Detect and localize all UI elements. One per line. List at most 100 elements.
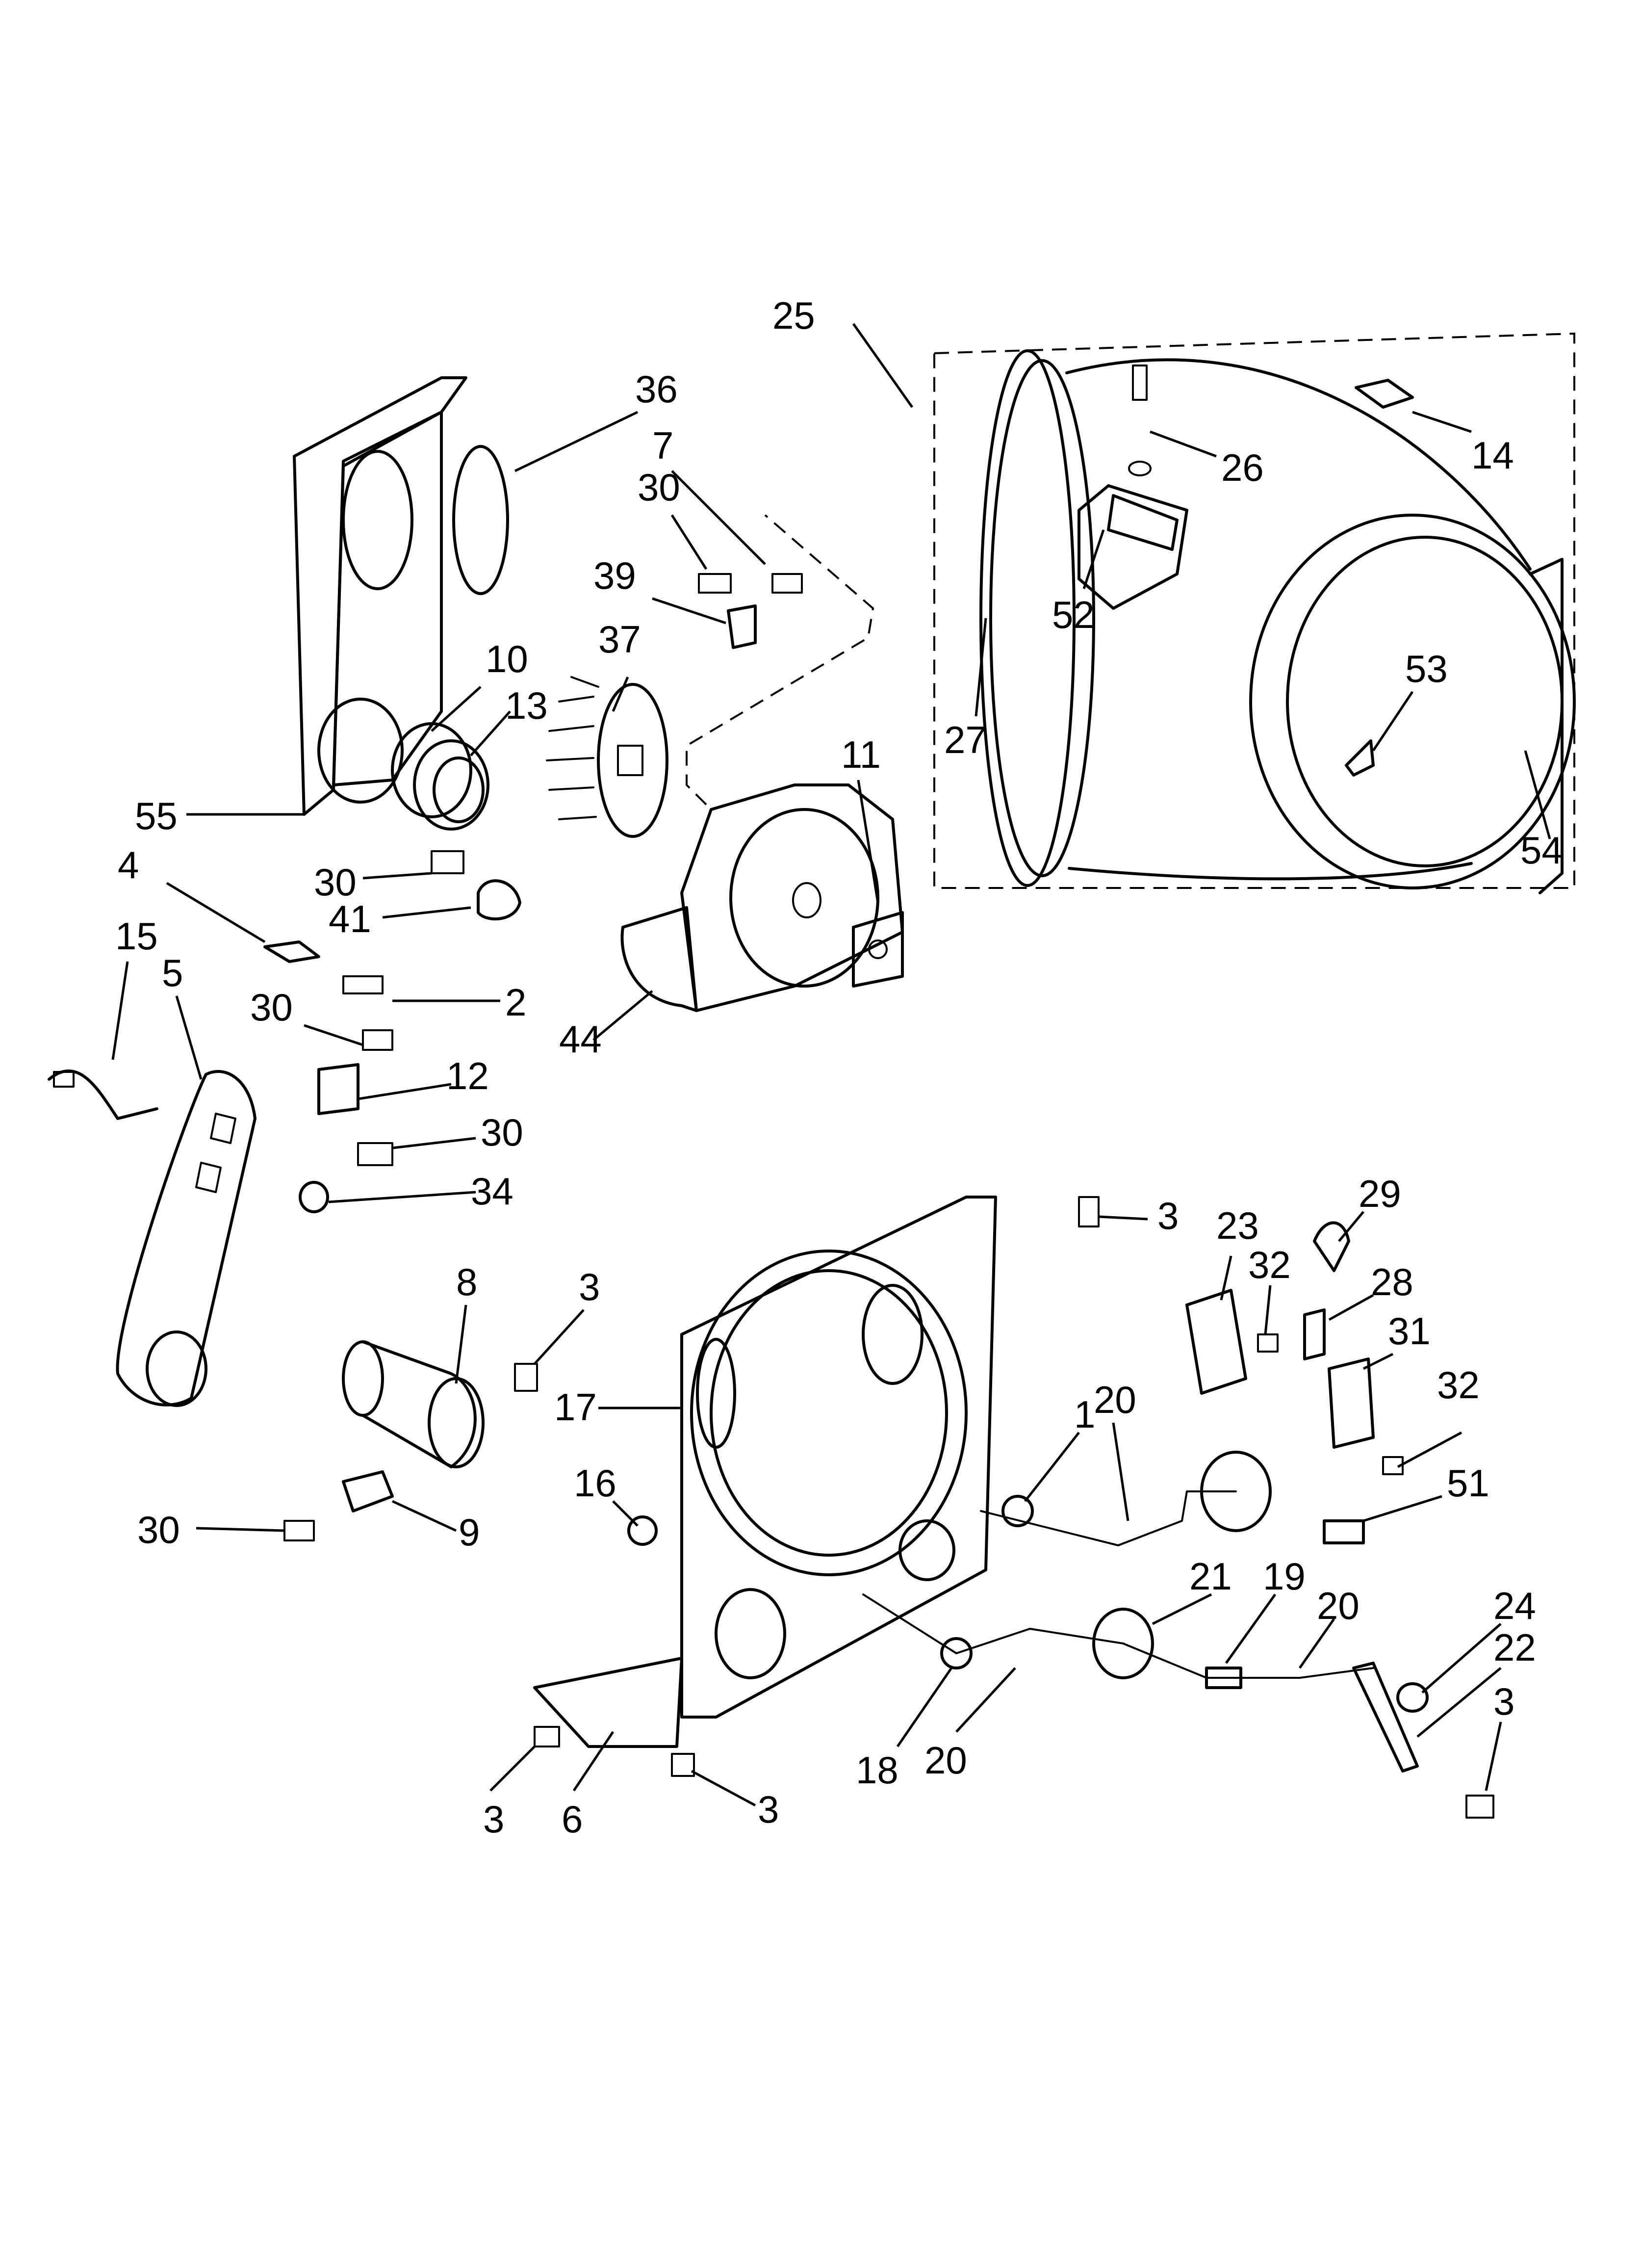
leader-21a [1152, 1593, 1212, 1625]
nut-16 [627, 1515, 658, 1546]
leader-30d [392, 1137, 476, 1149]
callout-41: 41 [329, 897, 371, 940]
screw-30-upper [698, 573, 732, 594]
leader-52 [1082, 529, 1105, 589]
drum-front-opening-inner [1286, 536, 1564, 867]
pulley-shaft [792, 882, 821, 918]
leader-8 [455, 1304, 467, 1384]
callout-3a: 3 [1157, 1194, 1179, 1237]
callout-30b: 30 [314, 860, 357, 904]
callout-54: 54 [1520, 829, 1563, 872]
washer-24 [1396, 1682, 1429, 1713]
callout-18: 18 [856, 1748, 898, 1792]
leader-31 [1362, 1353, 1394, 1370]
leader-1 [1024, 1432, 1080, 1502]
motor-belt-44 [620, 906, 698, 1012]
leader-7 [671, 470, 766, 565]
callout-25: 25 [772, 294, 815, 337]
duct-seal-36 [452, 445, 509, 595]
callout-10: 10 [486, 637, 528, 680]
rear-bearing-bracket [1355, 379, 1414, 409]
leader-34 [328, 1191, 476, 1203]
drum-seal-strip [1529, 558, 1564, 894]
callout-5: 5 [162, 951, 183, 994]
callout-30a: 30 [638, 466, 680, 509]
bracket-22 [1352, 1662, 1419, 1773]
drum-assembly [933, 332, 1576, 894]
screw-30-e [283, 1520, 315, 1541]
leader-26 [1150, 430, 1217, 458]
screw-30-d [357, 1142, 393, 1166]
callout-17: 17 [554, 1385, 597, 1429]
screw-3-b [514, 1363, 538, 1392]
leader-23 [1220, 1255, 1232, 1301]
callout-27: 27 [944, 718, 987, 761]
leader-3a [1098, 1215, 1148, 1221]
leader-32a [1264, 1285, 1272, 1335]
callout-19: 19 [1263, 1555, 1306, 1598]
callout-3e: 3 [758, 1788, 779, 1831]
drum-rear-rim [979, 349, 1076, 887]
bracket-6 [533, 1657, 683, 1748]
drum-front-opening [1249, 514, 1576, 889]
seal-13 [413, 739, 489, 831]
callout-8: 8 [456, 1260, 477, 1303]
leader-9 [391, 1500, 457, 1532]
leader-14 [1412, 411, 1472, 433]
leader-36 [514, 411, 639, 472]
blower-wheel [546, 676, 668, 838]
callout-55: 55 [135, 794, 178, 837]
callout-23: 23 [1216, 1204, 1259, 1247]
leader-25 [852, 323, 914, 408]
callout-53: 53 [1405, 647, 1448, 690]
callout-26: 26 [1221, 446, 1264, 489]
wire-harness-15 [48, 1069, 158, 1120]
idler-41 [477, 879, 521, 921]
screw-26-body [1132, 365, 1148, 401]
leader-11 [857, 780, 879, 903]
rear-panel-outline [680, 1196, 997, 1719]
callout-37: 37 [598, 618, 641, 661]
drum-baffle [1107, 494, 1179, 551]
callout-numbers: 25 36 7 30 39 37 10 13 11 55 4 30 41 15 … [115, 294, 1563, 1841]
leader-51 [1363, 1495, 1442, 1522]
leader-44 [592, 990, 653, 1041]
leader-6 [572, 1731, 615, 1792]
drum-assembly-boundary [933, 332, 1575, 889]
screw-26 [1128, 365, 1152, 476]
callout-7: 7 [652, 424, 673, 467]
leader-54 [1524, 750, 1551, 839]
roller-dash-path-b [862, 1593, 1374, 1679]
bracket-31 [1328, 1357, 1375, 1449]
callout-6: 6 [562, 1798, 583, 1841]
rear-panel-17 [680, 1196, 997, 1719]
callout-14: 14 [1471, 434, 1514, 477]
leader-19 [1225, 1593, 1277, 1664]
callout-13: 13 [505, 684, 548, 727]
socket-28 [1303, 1308, 1326, 1360]
bracket-9 [342, 1470, 394, 1512]
callout-36: 36 [635, 367, 678, 411]
roller-dash-path-a [980, 1490, 1237, 1546]
callout-22: 22 [1493, 1626, 1536, 1669]
drive-pulley [729, 808, 879, 988]
rear-panel-vent [862, 1284, 924, 1385]
blower-wheel-fins [546, 676, 599, 820]
callout-30e: 30 [137, 1508, 180, 1551]
clip-39 [727, 604, 757, 649]
seal-13-inner [433, 756, 485, 823]
callout-32a: 32 [1248, 1243, 1291, 1286]
wire-connector-15 [53, 1071, 75, 1088]
leader-15 [111, 961, 129, 1060]
leader-5 [175, 995, 203, 1080]
plate-12 [317, 1063, 359, 1115]
leader-20a [1112, 1422, 1129, 1521]
callout-39: 39 [593, 554, 636, 597]
rear-panel-duct [696, 1338, 736, 1449]
callout-32b: 32 [1437, 1363, 1480, 1407]
rear-panel-port [715, 1588, 786, 1679]
leader-3b [534, 1309, 585, 1365]
exhaust-duct-5 [116, 1070, 257, 1407]
